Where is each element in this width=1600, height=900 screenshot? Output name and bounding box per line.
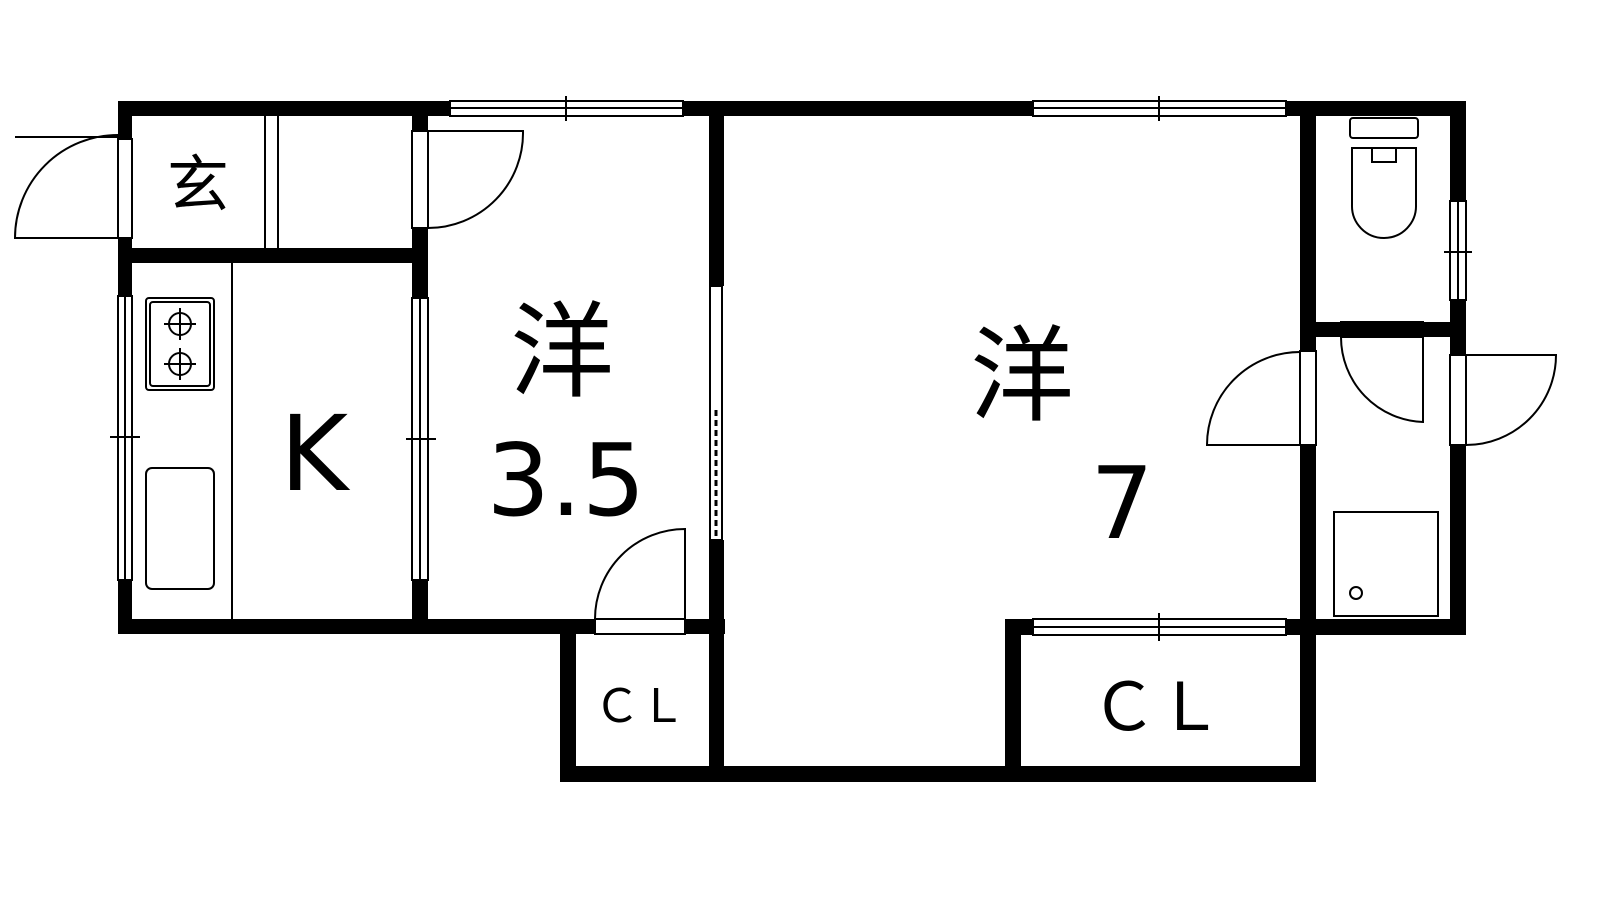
window-toilet (1444, 200, 1472, 301)
stove-icon (145, 297, 215, 391)
wall (1005, 619, 1021, 782)
room-size-western-small: 3.5 (486, 422, 645, 539)
wall (560, 619, 576, 782)
window-kitchen-left (110, 295, 140, 581)
wall (412, 228, 428, 298)
door-closet-small (594, 527, 686, 635)
wall (118, 248, 428, 263)
room-size-western-large: 7 (1090, 445, 1154, 562)
wall (560, 766, 1316, 782)
door-entrance (13, 134, 133, 239)
door-toilet (1340, 321, 1424, 424)
wall (1005, 619, 1033, 635)
fixtures (145, 117, 1439, 619)
wall (1450, 445, 1466, 635)
sink-icon (145, 467, 215, 590)
wall (1450, 300, 1466, 355)
door-washroom (1205, 350, 1317, 446)
washing-machine-icon (1333, 511, 1439, 617)
wall (412, 580, 428, 634)
room-label-closet-large: ＣＬ (1091, 669, 1223, 746)
wall (118, 101, 450, 116)
room-label-western-small: 洋 (510, 291, 614, 413)
window-kitchen-right (406, 297, 436, 581)
wall (709, 540, 724, 780)
wall (683, 101, 1033, 116)
sliding-door (709, 285, 723, 541)
wall (1450, 101, 1466, 201)
wall (118, 619, 595, 634)
window-closet-large (1032, 613, 1287, 641)
windows (110, 96, 1472, 641)
door-genkan-shoebox (264, 116, 279, 248)
room-label-western-large: 洋 (970, 315, 1074, 437)
room-label-closet-small: ＣＬ (594, 679, 686, 733)
wall (1316, 619, 1466, 635)
wall (1300, 619, 1316, 782)
wall (1300, 101, 1316, 351)
door-western-small (411, 130, 525, 229)
room-label-genkan: 玄 (167, 148, 229, 221)
window-top-right (1032, 96, 1287, 121)
wall (1300, 322, 1466, 337)
room-labels: 玄 K 洋 3.5 洋 7 ＣＬ ＣＬ (167, 148, 1223, 746)
window-top-left (449, 96, 684, 121)
room-label-kitchen: K (280, 393, 351, 515)
toilet-icon (1349, 117, 1419, 240)
wall (709, 101, 724, 286)
wall (118, 238, 132, 296)
door-bath-outside (1449, 354, 1558, 446)
wall (118, 101, 132, 139)
wall (1286, 101, 1466, 116)
wall (1300, 445, 1316, 635)
wall (412, 101, 428, 131)
doors (13, 116, 1558, 635)
